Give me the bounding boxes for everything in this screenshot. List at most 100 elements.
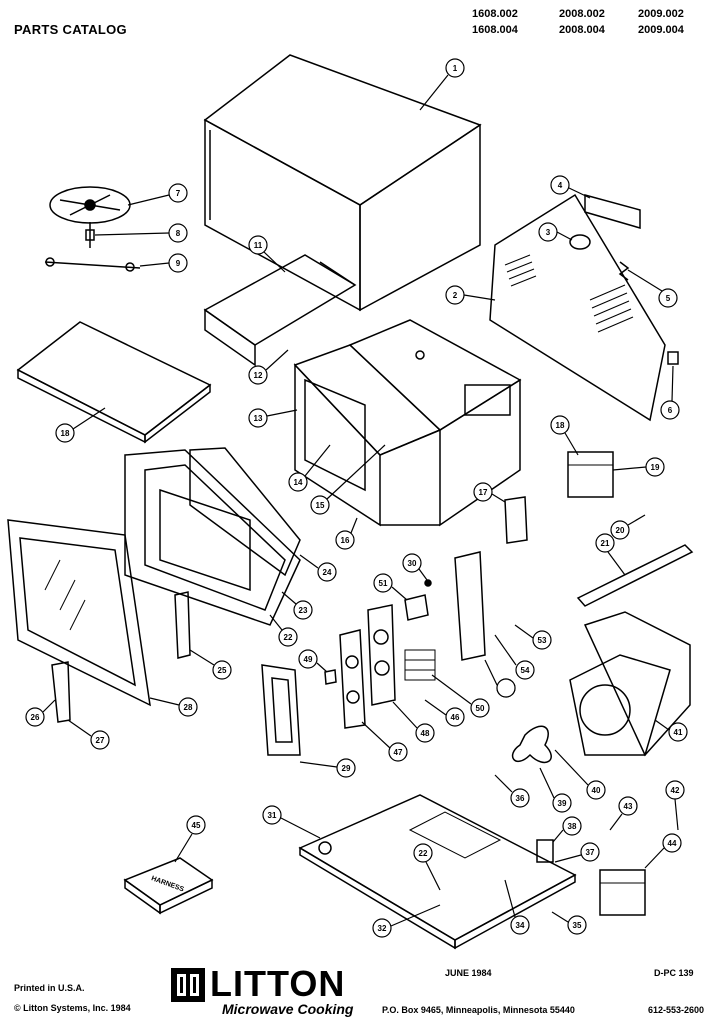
svg-text:22: 22 [284,633,293,642]
callout-37: 37 [554,842,600,863]
harness-label: HARNESS [150,875,185,893]
rail-21 [576,544,694,607]
company-address: P.O. Box 9465, Minneapolis, Minnesota 55… [382,1005,575,1015]
callout-40: 40 [554,749,606,800]
callout-5: 5 [627,269,678,308]
svg-text:36: 36 [516,794,525,803]
callout-52-label [496,678,516,698]
litton-logo: LITTON Microwave Cooking [170,963,375,1017]
svg-text:23: 23 [299,606,308,615]
callout-19: 19 [612,457,665,477]
control-panels [324,604,396,729]
callout-1: 1 [419,58,465,111]
callout-16: 16 [335,517,358,550]
model-number: 2008.002 [559,8,605,20]
svg-text:53: 53 [538,636,547,645]
callout-27: 27 [67,719,110,750]
svg-text:9: 9 [176,259,181,268]
svg-text:4: 4 [558,181,563,190]
callout-28: 28 [149,697,198,717]
svg-text:22: 22 [419,849,428,858]
callout-45: 45 [174,815,206,863]
svg-text:42: 42 [671,786,680,795]
side-panel-11 [203,254,357,367]
part-17 [504,496,528,544]
svg-text:15: 15 [316,501,325,510]
transformer-44 [599,869,646,916]
svg-text:38: 38 [568,822,577,831]
callout-15: 15 [310,444,386,515]
svg-text:34: 34 [516,921,525,930]
callout-2: 2 [445,285,496,305]
svg-text:30: 30 [408,559,417,568]
callout-8: 8 [94,223,188,243]
svg-text:46: 46 [451,713,460,722]
model-number: 2009.002 [638,8,684,20]
part-36-37 [536,839,554,863]
svg-text:48: 48 [421,729,430,738]
litton-logo-icon [171,968,205,1002]
svg-text:37: 37 [586,848,595,857]
components-30-51-50 [404,579,436,681]
svg-text:27: 27 [96,736,105,745]
svg-text:41: 41 [674,728,683,737]
callout-43: 43 [609,796,638,831]
svg-text:1: 1 [453,64,458,73]
callout-39: 39 [539,767,572,813]
callout-23: 23 [281,591,313,620]
svg-text:19: 19 [651,463,660,472]
callout-44: 44 [644,833,682,869]
svg-text:25: 25 [218,666,227,675]
callout-22-base: 22 [413,843,441,891]
doc-code: D-PC 139 [654,968,694,978]
callout-3: 3 [538,222,573,242]
callout-18-left: 18 [55,407,106,443]
svg-text:14: 14 [294,478,303,487]
svg-text:47: 47 [394,748,403,757]
svg-text:2: 2 [453,291,458,300]
svg-text:13: 13 [254,414,263,423]
svg-text:26: 26 [31,713,40,722]
svg-text:50: 50 [476,704,485,713]
svg-text:40: 40 [592,786,601,795]
page-title: PARTS CATALOG [14,22,127,37]
callout-17: 17 [473,482,506,503]
callout-42: 42 [665,780,685,831]
callout-21: 21 [595,533,626,576]
print-date: JUNE 1984 [445,968,492,978]
magnetron-19 [567,451,614,498]
callout-38: 38 [552,816,582,843]
callout-22: 22 [269,614,298,647]
svg-text:7: 7 [176,189,181,198]
callout-41: 41 [654,719,688,742]
svg-text:49: 49 [304,655,313,664]
callout-36: 36 [494,774,530,808]
svg-text:18: 18 [556,421,565,430]
outer-cabinet [203,54,482,312]
callout-12: 12 [248,349,289,385]
callout-24: 24 [299,554,337,582]
callout-54: 54 [494,634,535,680]
model-number: 2009.004 [638,24,684,36]
stirrer-assembly [44,186,141,272]
fan-housing-41 [569,611,691,757]
callout-4: 4 [550,175,591,199]
svg-text:3: 3 [546,228,551,237]
callout-11: 11 [248,235,286,273]
frame-29 [261,664,301,756]
svg-text:21: 21 [601,539,610,548]
callout-48: 48 [392,701,435,743]
svg-text:12: 12 [254,371,263,380]
callouts: 1 2 3 4 5 6 7 8 9 11 12 13 14 15 16 17 1… [25,58,688,938]
callout-47: 47 [361,721,408,762]
svg-text:8: 8 [176,229,181,238]
svg-text:35: 35 [573,921,582,930]
svg-text:5: 5 [666,294,671,303]
callout-26: 26 [25,699,56,727]
callout-20: 20 [610,514,646,540]
svg-text:17: 17 [479,488,488,497]
company-phone: 612-553-2600 [648,1005,705,1015]
svg-text:20: 20 [616,526,625,535]
door-latch-25 [174,591,191,659]
callout-34: 34 [504,879,530,935]
